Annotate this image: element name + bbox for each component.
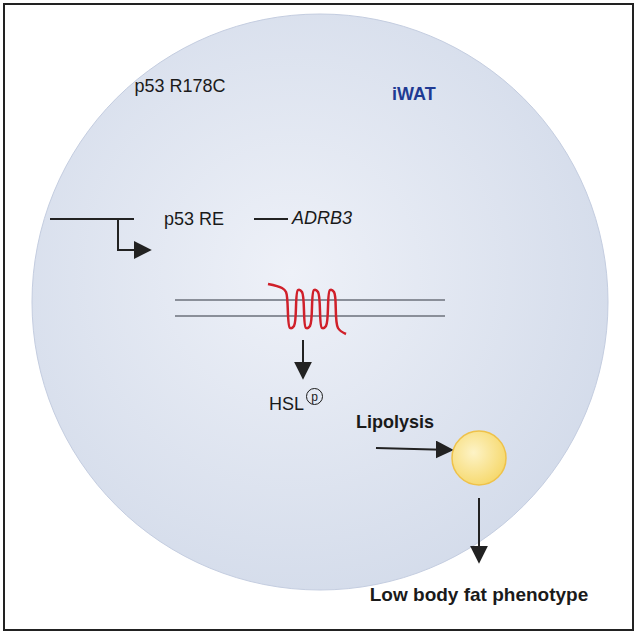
phenotype-arrow: [478, 498, 480, 562]
mutant-label: p53 R178C: [120, 76, 240, 97]
phospho-mark: p: [306, 388, 323, 405]
enzyme-label: HSL: [269, 394, 304, 414]
signal-arrow: [302, 340, 304, 378]
phenotype-label: Low body fat phenotype: [354, 584, 604, 606]
membrane-line: [175, 315, 445, 317]
cell-circle: [32, 14, 608, 590]
gene-label: ADRB3: [292, 208, 352, 229]
membrane-line: [175, 299, 445, 301]
element-label: p53 RE: [164, 209, 224, 230]
hsl-heading: HSLp: [235, 388, 375, 415]
tissue-label: iWAT: [392, 84, 436, 105]
adrb3-receptor: [268, 284, 346, 334]
dna-line: [254, 218, 288, 220]
dna-line: [50, 218, 134, 220]
small-lipid-droplet: [452, 431, 506, 485]
transcription-arrow: [118, 219, 150, 250]
process-label: Lipolysis: [356, 412, 434, 433]
cell-region: p53 R178C p53 RE HSLp iWAT: [30, 12, 610, 592]
lipolysis-arrow: [376, 448, 452, 450]
